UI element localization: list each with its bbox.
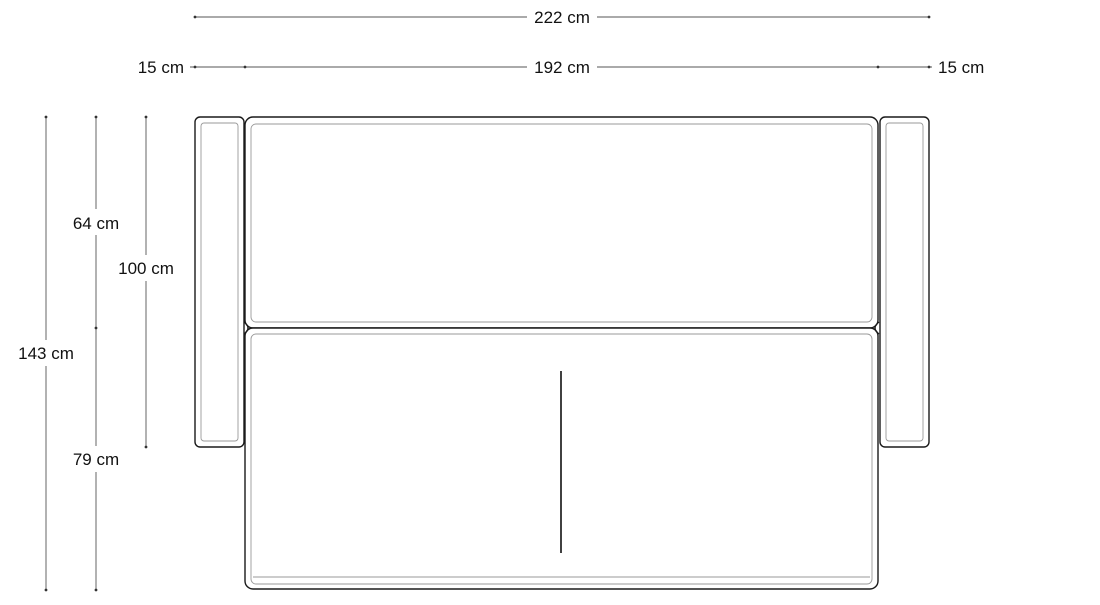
backrest-cushion <box>244 116 879 329</box>
overall-width-dimension: 222 cm <box>193 8 931 27</box>
total-depth-label: 143 cm <box>18 344 74 363</box>
backrest-depth-label: 64 cm <box>73 214 119 233</box>
cushion-seam <box>243 321 880 335</box>
total-depth-dimension: 143 cm <box>18 115 74 592</box>
frame-depth-label: 100 cm <box>118 259 174 278</box>
seat-width-label: 192 cm <box>534 58 590 77</box>
left-armrest-width-label: 15 cm <box>138 58 184 77</box>
frame-depth-dimension: 100 cm <box>118 115 174 449</box>
seat-depth-label: 79 cm <box>73 450 119 469</box>
left-armrest <box>194 116 245 448</box>
section-depth-dimension: 64 cm 79 cm <box>73 115 119 592</box>
right-armrest-width-label: 15 cm <box>938 58 984 77</box>
segment-width-dimension: 15 cm 192 cm 15 cm <box>138 58 985 77</box>
right-armrest <box>879 116 930 448</box>
overall-width-label: 222 cm <box>534 8 590 27</box>
